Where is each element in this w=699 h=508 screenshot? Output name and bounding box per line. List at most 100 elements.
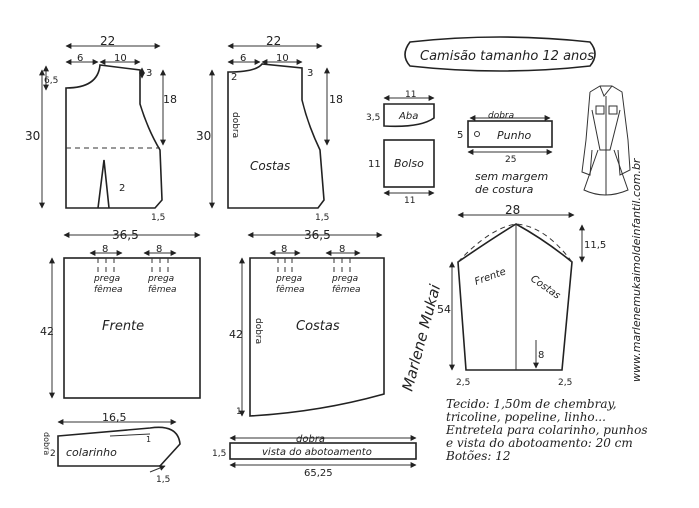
aba-width: 11 xyxy=(405,90,416,100)
bolso-width: 11 xyxy=(404,196,415,206)
vista-name: vista do abotoamento xyxy=(262,447,372,458)
back-pleat-label-3: prega xyxy=(331,274,358,284)
skirt-back-height: 42 xyxy=(229,328,243,341)
vista-height: 1,5 xyxy=(212,449,226,459)
front-bodice-width: 22 xyxy=(100,34,115,48)
sleeve-hem-left: 2,5 xyxy=(456,378,470,388)
sleeve-hem-right: 2,5 xyxy=(558,378,572,388)
title-frame xyxy=(404,36,596,72)
aba-name: Aba xyxy=(398,111,418,122)
sleeve-back: Costas xyxy=(528,273,562,301)
front-shoulder-width: 10 xyxy=(114,53,127,64)
back-height: 30 xyxy=(196,129,211,143)
back-neck-depth: 2 xyxy=(231,72,237,83)
back-shoulder-drop: 3 xyxy=(307,68,313,79)
front-bodice-outline xyxy=(65,64,163,209)
back-fold-label: dobra xyxy=(230,112,240,138)
dress-sketch xyxy=(581,85,631,196)
colarinho-piece: 16,5 dobra colarinho 1 2 1,5 xyxy=(42,411,181,485)
fabric-notes: Tecido: 1,50m de chembray, tricoline, po… xyxy=(446,398,648,463)
aba-bolso-pieces: 11 Aba 3,5 Bolso 11 11 xyxy=(366,90,435,206)
back-pleat-label-2: fêmea xyxy=(276,284,305,295)
front-pleat-a: 8 xyxy=(102,244,108,255)
back-pleat-a: 8 xyxy=(281,244,287,255)
back-bodice-piece: 22 6 10 2 3 dobra 18 30 Costas 1,5 xyxy=(196,34,343,223)
back-hem-ext: 1,5 xyxy=(315,213,329,223)
vista-fold: dobra xyxy=(296,434,325,445)
back-pleat-label-1: prega xyxy=(275,274,302,284)
punho-height: 5 xyxy=(457,130,463,141)
punho-name: Punho xyxy=(497,129,532,142)
back-neck-width: 6 xyxy=(240,53,246,64)
front-armhole: 18 xyxy=(163,93,177,106)
sleeve-cap: 11,5 xyxy=(584,240,606,251)
front-neck-depth: 6,5 xyxy=(44,76,58,86)
note-line-2: tricoline, popeline, linho... xyxy=(446,410,606,424)
note-line-4: e vista do abotoamento: 20 cm xyxy=(446,436,633,450)
skirt-back-name: Costas xyxy=(296,319,340,334)
sleeve-width: 28 xyxy=(505,203,520,217)
front-bodice-piece: 22 6 10 2 3 6,5 18 30 1,5 xyxy=(25,34,177,223)
aba-outline xyxy=(383,103,435,128)
colarinho-name: colarinho xyxy=(66,446,117,459)
vista-outline xyxy=(229,442,417,460)
front-pleat-label-4: fêmea xyxy=(148,284,177,295)
signature: Marlene Mukai xyxy=(398,282,444,393)
colarinho-outline xyxy=(57,426,181,467)
skirt-front-outline xyxy=(63,257,201,399)
aba-height: 3,5 xyxy=(366,113,380,123)
front-shoulder-drop: 3 xyxy=(146,68,152,79)
bolso-height: 11 xyxy=(368,159,381,170)
sleeve-front: Frente xyxy=(473,266,507,287)
sleeve-height: 54 xyxy=(437,303,451,316)
back-bodice-outline xyxy=(227,63,325,209)
front-height: 30 xyxy=(25,129,40,143)
front-hem-ext: 1,5 xyxy=(151,213,165,223)
page-title: Camisão tamanho 12 anos xyxy=(420,49,594,64)
skirt-front-name: Frente xyxy=(102,319,144,334)
website: www.marlenemukaimoldeinfantil.com.br xyxy=(630,157,643,382)
dart-size: 2 xyxy=(119,183,125,194)
front-dart xyxy=(97,159,110,209)
colarinho-width: 16,5 xyxy=(102,411,127,424)
bolso-name: Bolso xyxy=(394,157,424,170)
punho-width: 25 xyxy=(505,155,516,165)
vista-piece: dobra vista do abotoamento 1,5 65,25 xyxy=(212,434,417,479)
bolso-outline xyxy=(383,139,435,188)
punho-fold: dobra xyxy=(488,111,514,121)
vista-width: 65,25 xyxy=(304,468,333,479)
skirt-front-width: 36,5 xyxy=(112,228,139,242)
skirt-back-fold: dobra xyxy=(253,318,263,344)
back-shoulder-width: 10 xyxy=(276,53,289,64)
punho-outline xyxy=(467,120,553,148)
front-pleat-label-3: prega xyxy=(147,274,174,284)
note-line-5: Botões: 12 xyxy=(446,449,511,463)
skirt-back-outline xyxy=(249,257,385,417)
skirt-back-piece: 36,5 8 8 prega fêmea prega fêmea dobra 4… xyxy=(229,228,385,417)
colarinho-height: 2 xyxy=(50,449,56,459)
seam-note-1: sem margem xyxy=(475,170,548,183)
front-pleat-b: 8 xyxy=(156,244,162,255)
skirt-back-width: 36,5 xyxy=(304,228,331,242)
back-armhole: 18 xyxy=(329,93,343,106)
colarinho-small: 1 xyxy=(146,435,151,444)
skirt-front-piece: 36,5 8 8 prega fêmea prega fêmea 42 Fren… xyxy=(40,228,201,399)
back-bodice-width: 22 xyxy=(266,34,281,48)
colarinho-fold: dobra xyxy=(42,432,51,455)
note-line-3: Entretela para colarinho, punhos xyxy=(446,423,648,437)
colarinho-ext: 1,5 xyxy=(156,475,170,485)
note-line-1: Tecido: 1,50m de chembray, xyxy=(446,397,617,411)
punho-piece: dobra Punho 5 25 sem margem de costura xyxy=(457,111,553,196)
seam-note-2: de costura xyxy=(475,183,534,196)
back-pleat-label-4: fêmea xyxy=(332,284,361,295)
skirt-back-hem-ext: 1 xyxy=(236,407,242,417)
back-pleat-b: 8 xyxy=(339,244,345,255)
skirt-front-height: 42 xyxy=(40,325,54,338)
front-pleat-label-2: fêmea xyxy=(94,284,123,295)
sleeve-piece: 28 11,5 54 Frente Costas 8 2,5 2,5 xyxy=(437,203,606,388)
back-bodice-name: Costas xyxy=(250,159,290,173)
front-pleat-label-1: prega xyxy=(93,274,120,284)
sleeve-slit: 8 xyxy=(538,350,544,361)
front-neck-width: 6 xyxy=(77,53,83,64)
